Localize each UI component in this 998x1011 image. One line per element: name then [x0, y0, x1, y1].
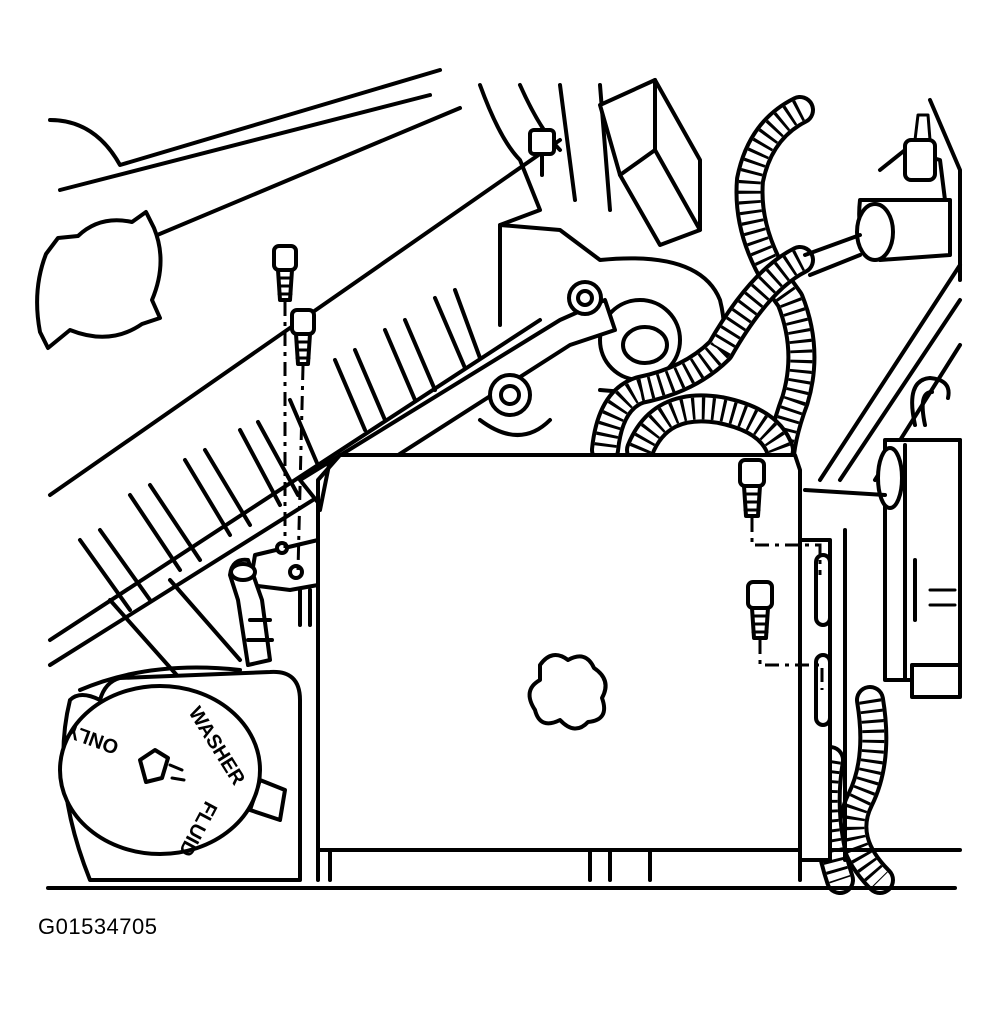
figure-code: G01534705 — [38, 914, 158, 939]
bracket-bolt-top — [528, 128, 556, 177]
engine-cover-panel — [35, 68, 562, 497]
washer-hose — [228, 557, 274, 667]
control-module — [316, 453, 802, 882]
bracket-bolt-link — [567, 280, 603, 316]
bolt-right-lower — [746, 580, 774, 640]
oil-filler-cap — [35, 210, 163, 350]
sensor-block — [598, 78, 702, 247]
module-center-mark — [527, 653, 608, 731]
left-mount-bracket — [248, 458, 332, 627]
bolt-right-upper-guide — [750, 518, 822, 575]
module-mount-bracket — [798, 528, 847, 862]
washer-symbol-icon — [138, 748, 170, 784]
intake-fins — [48, 288, 562, 692]
fuel-connector — [903, 138, 937, 182]
bolt-left-upper — [272, 244, 298, 302]
right-side-components — [803, 98, 962, 852]
bolt-right-upper — [738, 458, 766, 518]
washer-fluid-cap: WASHER ONLY FLUID — [58, 684, 287, 860]
bolt-left-lower-guide — [296, 365, 305, 571]
bolt-left-lower — [290, 308, 316, 366]
bolt-right-lower-guide — [758, 640, 824, 690]
bracket-bolt-lower — [478, 373, 552, 437]
